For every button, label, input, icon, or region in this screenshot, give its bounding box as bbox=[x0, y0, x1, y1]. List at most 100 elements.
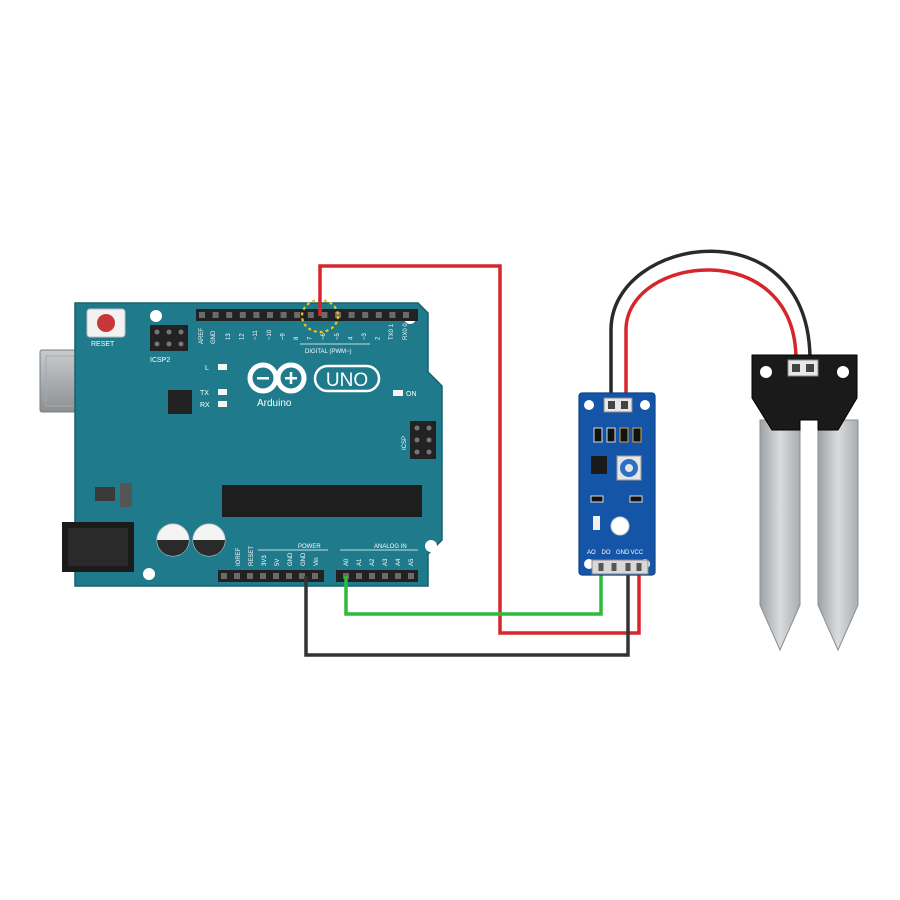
soil-moisture-probe bbox=[751, 354, 859, 652]
header-pin bbox=[299, 573, 305, 579]
header-pin bbox=[234, 573, 240, 579]
digital-pin-label: 13 bbox=[226, 333, 232, 340]
led-l-label: L bbox=[205, 365, 209, 372]
brand-label: Arduino bbox=[257, 398, 292, 409]
uno-badge bbox=[313, 364, 381, 393]
probe-prong-right bbox=[817, 419, 859, 652]
module-pcb bbox=[578, 392, 656, 576]
analog-pin-label: A2 bbox=[370, 558, 376, 566]
analog-pin-label: A5 bbox=[409, 558, 415, 566]
digital-pin-label: ~9 bbox=[280, 332, 286, 340]
header-pin bbox=[280, 312, 287, 318]
header-pin bbox=[335, 312, 341, 318]
header-pin bbox=[403, 312, 409, 318]
led-rx bbox=[218, 401, 227, 407]
mounting-hole bbox=[425, 540, 437, 552]
module-pin bbox=[636, 563, 642, 571]
mounting-hole bbox=[143, 568, 155, 580]
led-l bbox=[218, 364, 227, 370]
reset-label: RESET bbox=[91, 341, 115, 348]
power-pin-label: Vin bbox=[314, 557, 320, 566]
icsp2-label: ICSP2 bbox=[150, 357, 170, 364]
power-pin-label: RESET bbox=[249, 546, 255, 566]
arduino-logo-icon bbox=[247, 362, 307, 394]
header-pin bbox=[286, 573, 292, 579]
header-pin bbox=[267, 312, 273, 318]
voltage-regulator bbox=[95, 483, 132, 507]
led-on bbox=[393, 390, 403, 396]
power-label: POWER bbox=[298, 544, 321, 550]
digital-pin-label: 2 bbox=[376, 336, 382, 340]
capacitor bbox=[192, 523, 226, 557]
digital-pin-label: 4 bbox=[348, 336, 354, 340]
probe-head bbox=[751, 354, 858, 431]
header-pin bbox=[226, 312, 233, 318]
digital-pin-label: ~10 bbox=[267, 329, 273, 340]
header-pin bbox=[362, 312, 369, 318]
power-pin-labels: IOREF RESET 3V3 5V GND GND Vin bbox=[236, 546, 320, 566]
digital-header bbox=[196, 309, 418, 321]
wire-black-gnd bbox=[304, 575, 630, 657]
model-label: UNO bbox=[326, 370, 368, 391]
power-header bbox=[218, 570, 324, 582]
analog-pin-label: A3 bbox=[383, 558, 389, 566]
dc-power-jack bbox=[62, 522, 134, 572]
usb-chip bbox=[168, 390, 192, 414]
gnd-pin-label: GND bbox=[211, 330, 217, 344]
led-rx-label: RX bbox=[200, 402, 210, 409]
analog-pin-label: A0 bbox=[344, 558, 350, 566]
reset-button-cap[interactable] bbox=[97, 314, 115, 332]
probe-prong-left bbox=[759, 419, 801, 652]
header-pin bbox=[273, 573, 279, 579]
analog-label: ANALOG IN bbox=[374, 544, 407, 550]
header-pin bbox=[312, 573, 318, 579]
header-pin bbox=[395, 573, 401, 579]
digital-pin-label: 12 bbox=[240, 333, 246, 340]
header-pin bbox=[239, 312, 246, 318]
header-pin bbox=[253, 312, 260, 318]
indicator-led bbox=[610, 516, 630, 536]
module-pin bbox=[625, 563, 631, 571]
header-pin bbox=[382, 573, 388, 579]
capacitor bbox=[156, 523, 190, 557]
digital-pin-label: 7 bbox=[308, 336, 314, 340]
atmega-chip bbox=[222, 485, 422, 517]
power-pin-label: GND bbox=[288, 552, 294, 566]
digital-pin-label: 8 bbox=[294, 336, 300, 340]
module-pin-header bbox=[591, 559, 649, 575]
icsp-label: ICSP bbox=[402, 436, 408, 450]
header-pin bbox=[212, 312, 219, 318]
analog-header bbox=[336, 570, 418, 582]
on-label: ON bbox=[406, 391, 417, 398]
header-pin bbox=[260, 573, 266, 579]
power-pin-label: 5V bbox=[275, 559, 281, 566]
header-pin bbox=[294, 312, 301, 318]
header-pin bbox=[348, 312, 355, 318]
header-pin bbox=[321, 312, 328, 318]
aref-pin-label: AREF bbox=[199, 328, 205, 344]
digital-label: DIGITAL (PWM~) bbox=[305, 349, 352, 355]
digital-pin-label: ~11 bbox=[253, 330, 259, 340]
module-pin-label: GND bbox=[616, 550, 630, 556]
probe-wire-black bbox=[609, 249, 812, 398]
power-pin-label: GND bbox=[301, 552, 307, 566]
module-pin-label: AO bbox=[587, 550, 596, 556]
power-pin-label: IOREF bbox=[236, 547, 242, 566]
header-pin bbox=[369, 573, 375, 579]
icsp-header bbox=[410, 421, 436, 459]
digital-pin-label: ~5 bbox=[335, 332, 341, 340]
comparator-chip bbox=[591, 456, 607, 474]
power-pin-label: 3V3 bbox=[262, 555, 268, 566]
analog-pin-label: A4 bbox=[396, 558, 402, 566]
module-pin-label: DO bbox=[602, 550, 611, 556]
module-pin bbox=[598, 563, 604, 571]
header-pin bbox=[356, 573, 362, 579]
module-pin bbox=[611, 563, 617, 571]
